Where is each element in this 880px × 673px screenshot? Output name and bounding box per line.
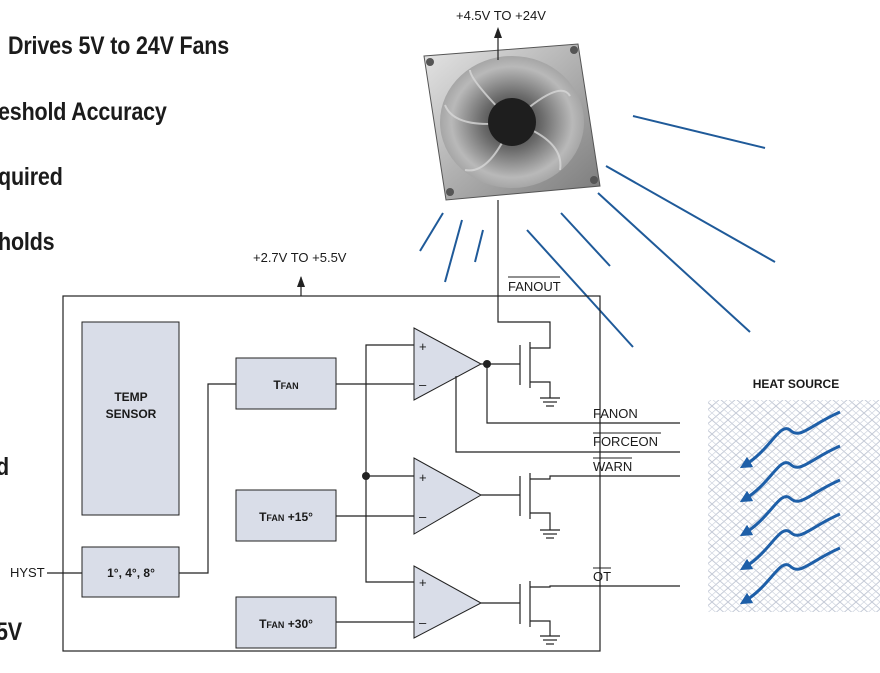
tfan30-block (235, 596, 337, 649)
heat-source-mesh (708, 400, 880, 612)
feature-line-5: d (0, 453, 9, 482)
feature-drives-fans: Drives 5V to 24V Fans (8, 32, 230, 60)
junction-dot (483, 360, 491, 368)
fanon-label: FANON (593, 406, 638, 421)
comparator-fan (413, 327, 483, 401)
forceon-label: FORCEON (593, 434, 658, 449)
junction-dot (362, 472, 370, 480)
ic-outline (62, 295, 601, 652)
temp-sensor-block (81, 321, 180, 516)
hyst-pin-label: HYST (10, 565, 45, 580)
plus-sign: + (419, 339, 427, 354)
ot-label: OT (593, 569, 611, 584)
heat-arrows (739, 410, 841, 605)
comparator-warn (413, 457, 483, 535)
ic-supply-arrow (297, 276, 305, 287)
plus-sign: + (419, 470, 427, 485)
minus-sign: – (419, 615, 427, 630)
comparator-ot (413, 565, 483, 639)
tfan-block (235, 357, 337, 410)
minus-sign: – (419, 509, 427, 524)
hysteresis-label: 1°, 4°, 8° (107, 566, 155, 580)
fan-supply-arrow (494, 27, 502, 38)
fan-image (423, 43, 601, 201)
tfan15-block (235, 489, 337, 542)
airflow-rays (419, 115, 776, 348)
tfan-label: TFAN (273, 378, 298, 392)
minus-sign: – (419, 377, 427, 392)
temp-sensor-label-1: TEMP (114, 390, 147, 404)
feature-threshold-accuracy: eshold Accuracy (0, 98, 167, 126)
warn-label: WARN (593, 459, 632, 474)
plus-sign: + (419, 575, 427, 590)
feature-required: quired (0, 163, 63, 191)
fan-supply-label: +4.5V TO +24V (456, 8, 546, 23)
hysteresis-block (81, 546, 180, 598)
ic-supply-label: +2.7V TO +5.5V (253, 250, 347, 265)
heat-source-label: HEAT SOURCE (753, 377, 839, 391)
feature-thresholds: holds (0, 228, 55, 256)
fanout-label: FANOUT (508, 279, 561, 294)
tfan15-label: TFAN +15° (259, 510, 313, 524)
feature-line-6: 5V (0, 618, 22, 646)
temp-sensor-label-2: SENSOR (106, 407, 157, 421)
tfan30-label: TFAN +30° (259, 617, 313, 631)
